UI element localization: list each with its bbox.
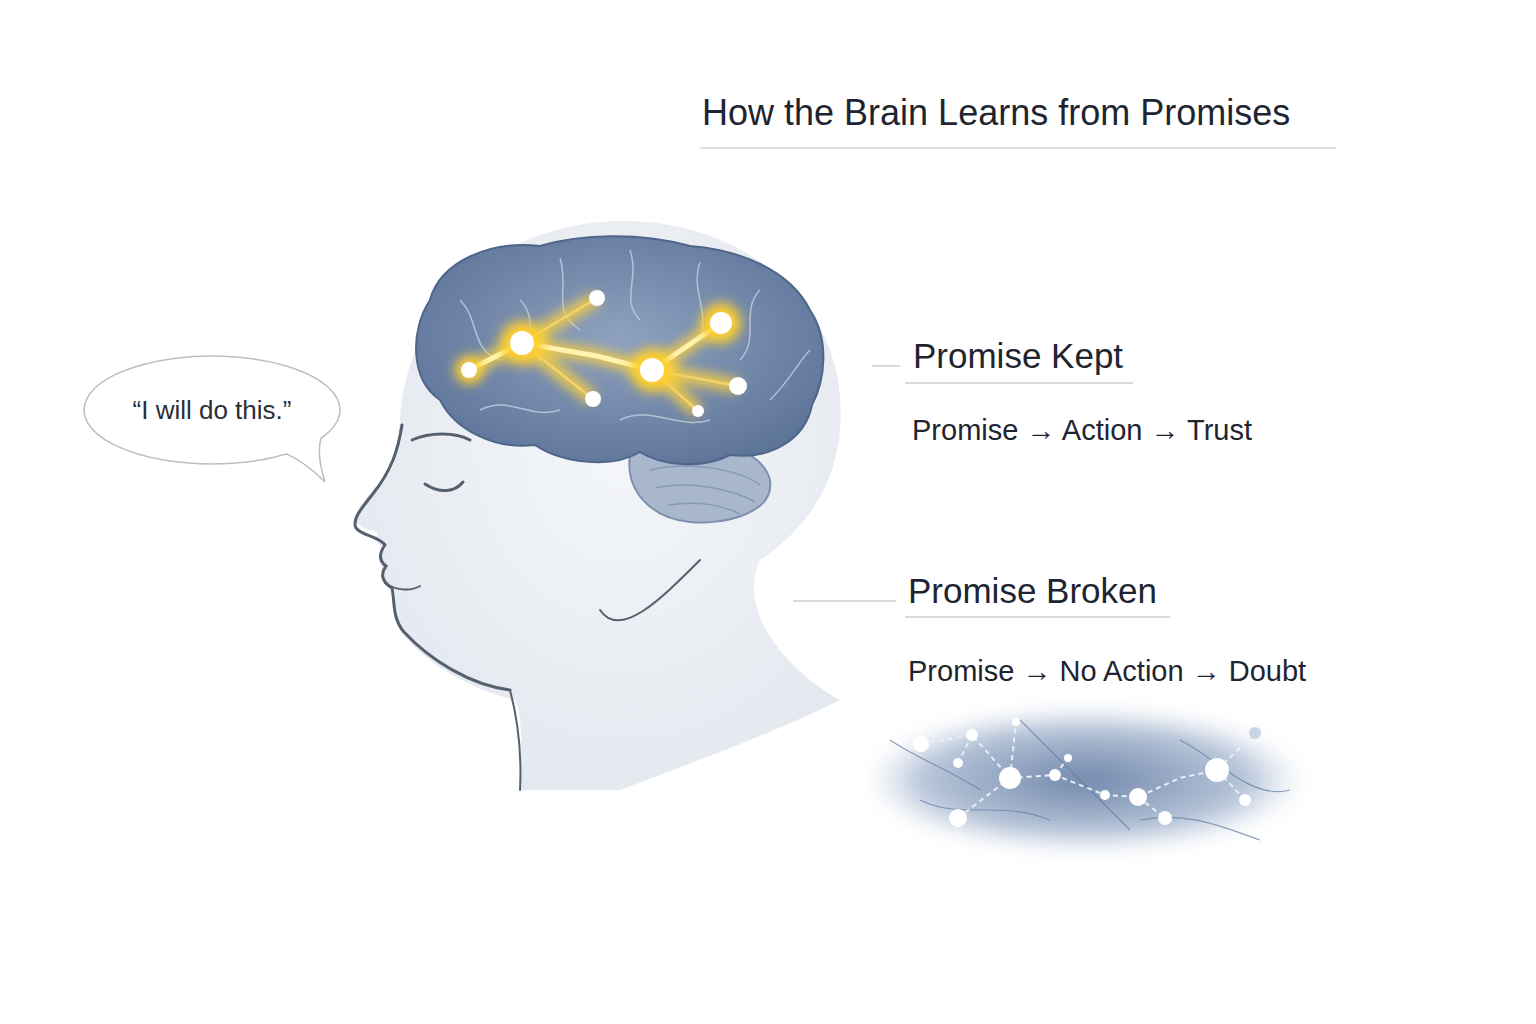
bubble-text: “I will do this.” (83, 395, 341, 426)
face-profile (355, 425, 510, 690)
head-silhouette (355, 221, 841, 790)
brain (416, 236, 823, 464)
section-heading: Promise Kept (913, 336, 1123, 376)
neck-line (510, 690, 521, 790)
section-heading: Promise Broken (908, 571, 1157, 611)
heading-rule (905, 382, 1133, 384)
flow-text: Promise → No Action → Doubt (908, 655, 1306, 688)
leader-line (793, 600, 896, 602)
title-rule (700, 147, 1336, 149)
diagram-title: How the Brain Learns from Promises (702, 92, 1290, 134)
heading-rule (905, 616, 1170, 618)
brain-folds (460, 250, 810, 422)
cerebellum-folds (650, 466, 760, 514)
speech-bubble: “I will do this.” (83, 355, 341, 465)
eyebrow (412, 434, 470, 440)
flow-text: Promise → Action → Trust (912, 414, 1252, 447)
leader-line (872, 365, 900, 367)
faded-network (870, 710, 1300, 850)
jaw-line (600, 560, 700, 620)
glowing-pathway (455, 290, 747, 417)
closed-eye (425, 482, 463, 491)
mouth (385, 583, 420, 590)
